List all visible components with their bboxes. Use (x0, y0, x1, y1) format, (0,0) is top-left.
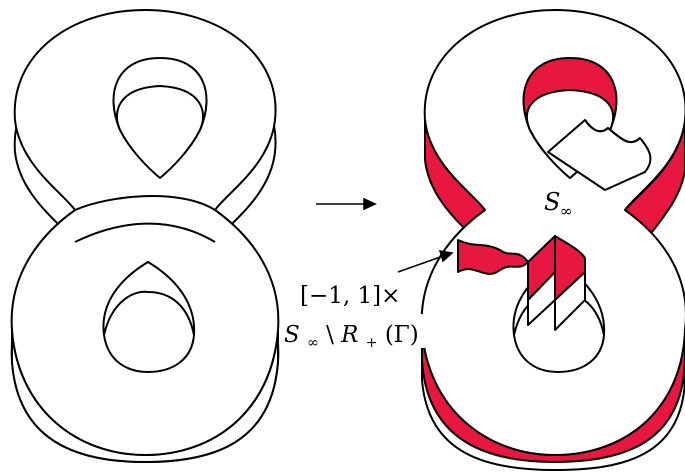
set-R: R (340, 322, 358, 348)
right-top-surface (420, 9, 685, 456)
label-complement-set: S ∞ \ R + (Γ) (283, 314, 425, 353)
label-interval-product: [−1, 1]× (300, 280, 418, 310)
left-upper-hole (112, 57, 208, 179)
set-S: S (284, 322, 300, 348)
right-lower-cut-inner-b (554, 271, 586, 331)
complement-set-text: S ∞ \ R + (Γ) (284, 322, 419, 353)
right-bottom-white-band (421, 361, 685, 471)
right-lower-cut-face-right (554, 235, 586, 301)
set-gamma: (Γ) (385, 322, 419, 348)
left-figure-eight (10, 9, 280, 463)
left-twist-strand-b (74, 222, 216, 243)
label-s-infinity: S ∞ (544, 188, 573, 220)
set-minus: \ (326, 322, 341, 348)
right-figure-eight (420, 9, 685, 471)
s-infinity-symbol: S (544, 188, 560, 216)
interval-text: [−1, 1]× (300, 283, 400, 309)
map-arrow (316, 197, 377, 211)
s-infinity-subscript: ∞ (560, 202, 573, 220)
left-twist-strand-a (74, 195, 216, 211)
set-R-subscript: + (366, 335, 378, 351)
left-upper-hole-wall (116, 85, 204, 131)
leader-arrow (397, 250, 454, 273)
left-lower-hole-wall (103, 290, 195, 336)
right-upper-cut-edge (584, 119, 641, 144)
left-lower-hole (102, 261, 196, 373)
set-S-subscript: ∞ (307, 335, 319, 351)
